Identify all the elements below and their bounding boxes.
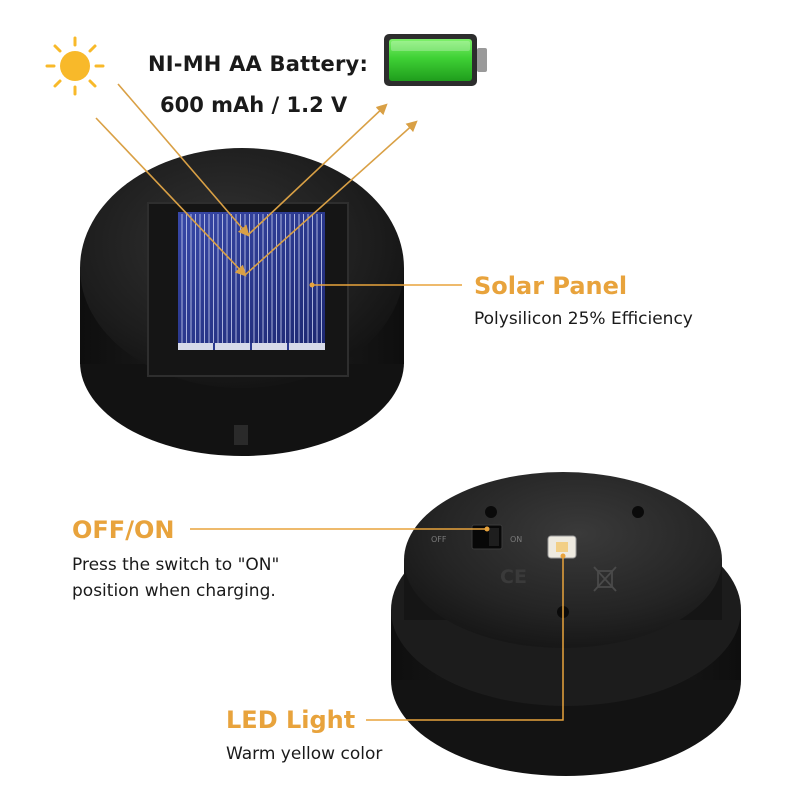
disposal-icon [593, 566, 617, 592]
switch-off-label: OFF [431, 535, 447, 544]
solar-panel-title: Solar Panel [474, 272, 628, 300]
ce-mark: CE [500, 566, 527, 588]
switch-description-line2: position when charging. [72, 581, 276, 601]
sun-rays [95, 83, 418, 277]
battery-title: NI-MH AA Battery: [148, 52, 369, 76]
switch-title: OFF/ON [72, 516, 175, 544]
switch-description-line1: Press the switch to "ON" [72, 555, 280, 575]
switch-on-label: ON [510, 535, 523, 544]
battery-icon [384, 34, 487, 86]
solar-panel [147, 202, 349, 377]
battery-spec: 600 mAh / 1.2 V [160, 93, 348, 117]
led-callout-line [366, 556, 564, 721]
light-base [391, 472, 741, 776]
led-title: LED Light [226, 706, 356, 734]
led-description: Warm yellow color [226, 744, 383, 764]
sun-icon [45, 36, 105, 96]
battery-fill [389, 39, 472, 81]
solar-panel-description: Polysilicon 25% Efficiency [474, 309, 693, 329]
